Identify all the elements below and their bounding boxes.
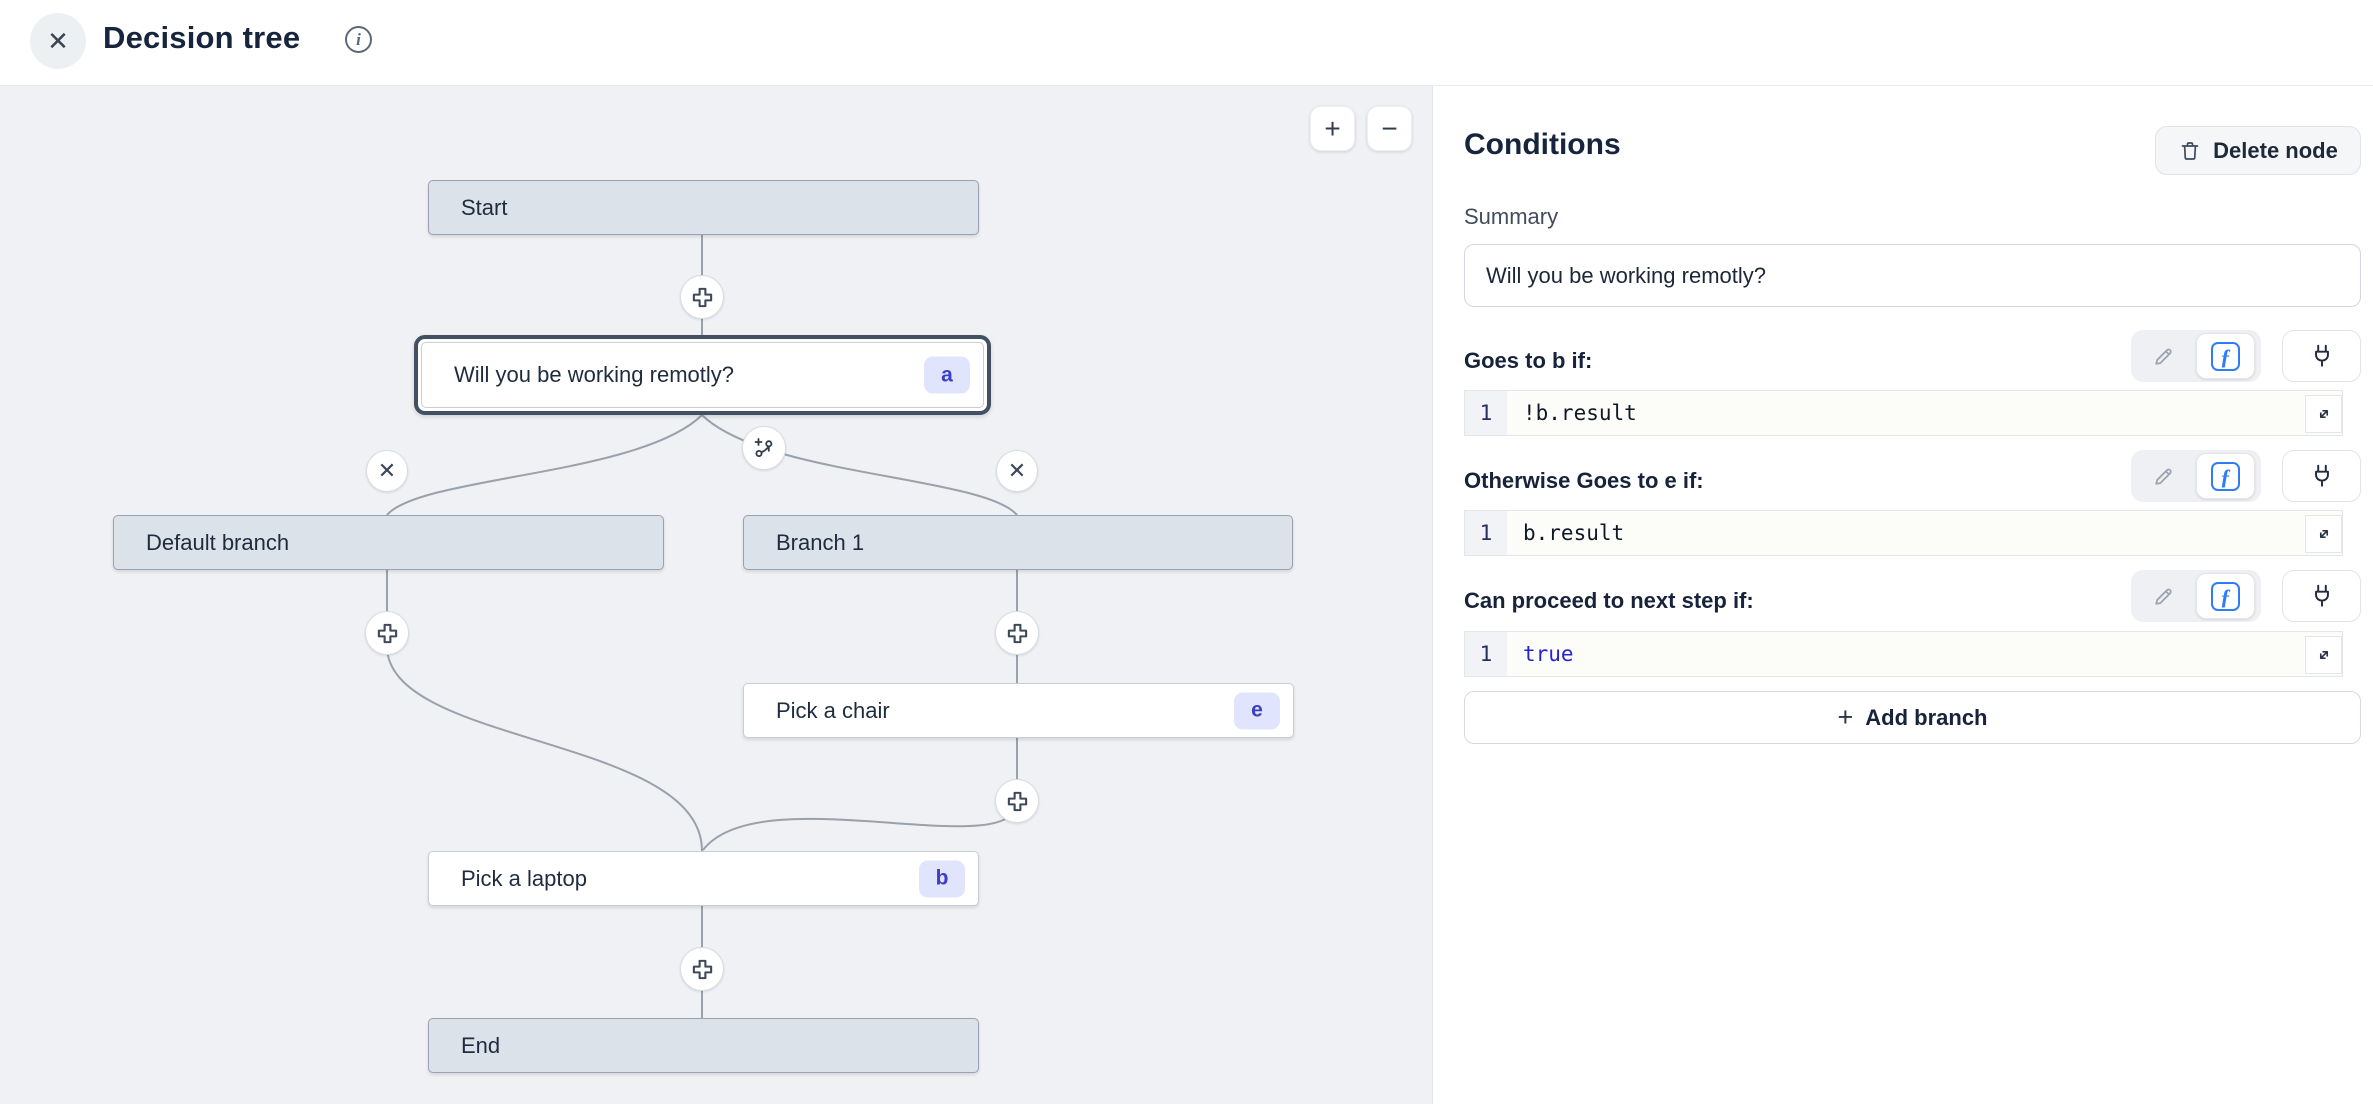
- decision-tree-canvas: Start Will you be working remotly? a Def…: [0, 86, 1432, 1104]
- plug-icon: [2314, 464, 2329, 487]
- plus-icon: [692, 959, 712, 979]
- info-icon[interactable]: i: [345, 26, 372, 53]
- pencil-icon: [2155, 468, 2172, 485]
- expand-icon: [2319, 409, 2328, 419]
- plugin-button[interactable]: [2282, 330, 2361, 382]
- condition-label: Can proceed to next step if:: [1464, 588, 1754, 613]
- expand-editor-button[interactable]: [2305, 515, 2342, 553]
- node-label: Will you be working remotly?: [454, 362, 734, 387]
- add-branch-button[interactable]: + Add branch: [1464, 691, 2361, 744]
- edit-mode-button[interactable]: [2131, 330, 2196, 382]
- zoom-in-icon: +: [1324, 112, 1341, 144]
- node-badge: b: [919, 860, 965, 897]
- delete-node-label: Delete node: [2213, 137, 2338, 163]
- node-badge: a: [924, 356, 970, 394]
- page-title: Decision tree: [103, 20, 301, 55]
- code-line: b.result: [1523, 521, 1625, 545]
- plus-icon: [692, 287, 712, 307]
- node-branch-1[interactable]: Branch 1: [743, 515, 1293, 570]
- fx-icon: ƒ: [2211, 341, 2240, 371]
- summary-input[interactable]: [1464, 244, 2361, 307]
- add-step-button[interactable]: [680, 947, 724, 991]
- conditions-panel: Conditions Delete node Summary Goes to b…: [1432, 86, 2373, 1104]
- node-end[interactable]: End: [428, 1018, 979, 1073]
- edit-mode-button[interactable]: [2131, 450, 2196, 502]
- add-branch-connector-button[interactable]: [742, 426, 786, 470]
- delete-node-button[interactable]: Delete node: [2155, 126, 2361, 175]
- condition-label: Otherwise Goes to e if:: [1464, 468, 1704, 493]
- code-editor-goes-to-b[interactable]: 1 !b.result: [1464, 390, 2343, 436]
- line-number: 1: [1465, 511, 1507, 555]
- node-label: Default branch: [146, 529, 290, 555]
- plus-icon: [1007, 791, 1027, 811]
- add-step-button[interactable]: [365, 611, 409, 655]
- plus-icon: [1007, 623, 1027, 643]
- node-default-branch[interactable]: Default branch: [113, 515, 664, 570]
- fx-mode-button[interactable]: ƒ: [2196, 333, 2255, 379]
- expand-editor-button[interactable]: [2305, 636, 2342, 674]
- condition-mode-controls: ƒ: [2131, 570, 2361, 622]
- node-start[interactable]: Start: [428, 180, 979, 235]
- remove-icon: ✕: [377, 458, 397, 483]
- remove-branch-button[interactable]: ✕: [366, 450, 408, 492]
- node-pick-a-laptop[interactable]: Pick a laptop b: [428, 851, 979, 906]
- node-label: Start: [461, 194, 508, 220]
- summary-label: Summary: [1464, 204, 1559, 229]
- trash-icon: [2181, 141, 2199, 160]
- plug-icon: [2314, 584, 2329, 607]
- node-label: End: [461, 1032, 501, 1058]
- fx-mode-button[interactable]: ƒ: [2196, 453, 2255, 499]
- condition-label: Goes to b if:: [1464, 348, 1593, 373]
- node-question[interactable]: Will you be working remotly? a: [421, 342, 984, 408]
- condition-mode-controls: ƒ: [2131, 450, 2361, 502]
- zoom-out-icon: −: [1381, 112, 1398, 144]
- zoom-in-button[interactable]: +: [1310, 106, 1355, 151]
- node-label: Pick a chair: [776, 697, 890, 723]
- zoom-out-button[interactable]: −: [1367, 106, 1412, 151]
- mode-toggle: ƒ: [2131, 330, 2261, 382]
- plug-icon: [2314, 344, 2329, 367]
- plus-icon: +: [1837, 702, 1854, 732]
- expand-icon: [2319, 529, 2328, 539]
- code-editor-can-proceed[interactable]: 1 true: [1464, 631, 2343, 677]
- pencil-icon: [2155, 588, 2172, 605]
- panel-title: Conditions: [1464, 128, 1621, 161]
- plugin-button[interactable]: [2282, 570, 2361, 622]
- plus-icon: [377, 623, 397, 643]
- code-line: true: [1523, 642, 1574, 666]
- node-badge: e: [1234, 692, 1280, 729]
- line-number: 1: [1465, 391, 1507, 435]
- fx-mode-button[interactable]: ƒ: [2196, 573, 2255, 619]
- add-branch-label: Add branch: [1865, 704, 1988, 730]
- node-label: Pick a laptop: [461, 865, 587, 891]
- add-step-button[interactable]: [995, 611, 1039, 655]
- pencil-icon: [2155, 348, 2172, 365]
- mode-toggle: ƒ: [2131, 450, 2261, 502]
- mode-toggle: ƒ: [2131, 570, 2261, 622]
- close-button[interactable]: ✕: [30, 13, 86, 69]
- edit-mode-button[interactable]: [2131, 570, 2196, 622]
- add-branch-icon: [754, 438, 773, 457]
- plugin-button[interactable]: [2282, 450, 2361, 502]
- add-step-button[interactable]: [995, 779, 1039, 823]
- expand-editor-button[interactable]: [2305, 395, 2342, 433]
- code-editor-otherwise-goes-to-e[interactable]: 1 b.result: [1464, 510, 2343, 556]
- condition-mode-controls: ƒ: [2131, 330, 2361, 382]
- add-step-button[interactable]: [680, 275, 724, 319]
- close-icon: ✕: [47, 26, 69, 56]
- line-number: 1: [1465, 632, 1507, 676]
- header: ✕ Decision tree i: [0, 0, 2373, 86]
- fx-icon: ƒ: [2211, 461, 2240, 491]
- expand-icon: [2319, 650, 2328, 660]
- fx-icon: ƒ: [2211, 581, 2240, 611]
- node-label: Branch 1: [776, 529, 865, 555]
- remove-icon: ✕: [1007, 458, 1027, 483]
- remove-branch-button[interactable]: ✕: [996, 450, 1038, 492]
- code-line: !b.result: [1523, 401, 1637, 425]
- node-pick-a-chair[interactable]: Pick a chair e: [743, 683, 1294, 738]
- node-question-selected[interactable]: Will you be working remotly? a: [414, 335, 991, 415]
